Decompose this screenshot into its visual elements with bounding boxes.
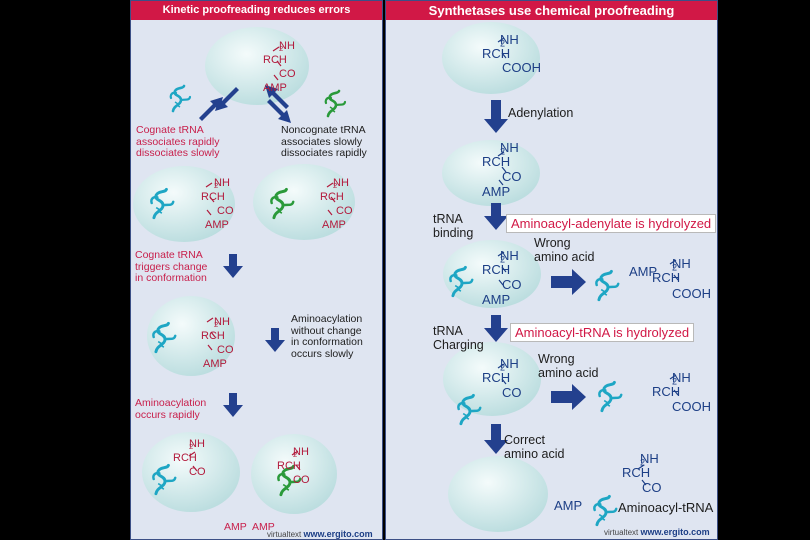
bond-lines-left [188, 46, 336, 472]
kinetic-proofreading-panel: Kinetic proofreading reduces errors [130, 0, 383, 540]
trna-cognate-free [169, 84, 192, 113]
arrow-triggers [223, 254, 243, 278]
chemical-panel-title: Synthetases use chemical proofreading [386, 1, 717, 20]
bond-lines-right [497, 37, 679, 486]
trna-noncognate-free [324, 89, 347, 118]
wrong-aa-label-1: Wrong amino acid [534, 236, 595, 264]
chemical-diagram-art [442, 22, 679, 532]
chemical-proofreading-panel: Synthetases use chemical proofreading [385, 0, 718, 540]
arrows-right [484, 100, 586, 454]
trna-released-wrong-1 [594, 269, 620, 302]
arrow-rapid [223, 393, 243, 417]
hydrolyzed-box-1: Aminoacyl-adenylate is hydrolyzed [506, 214, 717, 233]
kinetic-diagram-art [133, 27, 355, 514]
arrow-noncognate-in [267, 99, 291, 123]
arrow-adenylation [484, 100, 508, 133]
hydrolyzed-box-2: Aminoacyl-tRNA is hydrolyzed [510, 323, 695, 342]
amp-released-1: AMP [224, 521, 247, 533]
enzyme-rapid [142, 432, 240, 512]
arrow-correct [484, 424, 508, 454]
trna-binding-label: tRNA binding [433, 212, 474, 240]
arrow-cognate-in [199, 97, 223, 121]
enzyme-top [205, 27, 309, 105]
arrow-slow [265, 328, 285, 352]
trna-charging-label: tRNA Charging [433, 324, 484, 352]
left-credit: virtualtext www.ergito.com [267, 529, 373, 539]
correct-aa-label: Correct amino acid [504, 433, 565, 461]
arrow-cognate-out [215, 87, 239, 111]
enzyme-step-1 [442, 22, 540, 94]
arrow-charging [484, 315, 508, 342]
enzyme-step-3 [443, 240, 541, 308]
arrow-wrong-2 [551, 384, 586, 410]
triggers-label: Cognate tRNA triggers change in conforma… [135, 249, 208, 285]
rapid-aminoacylation-label: Aminoacylation occurs rapidly [135, 397, 207, 421]
trna-released-wrong-2 [597, 380, 623, 413]
arrows-left [199, 85, 291, 417]
cognate-label: Cognate tRNA associates rapidly dissocia… [136, 124, 220, 160]
wrong-aa-label-2: Wrong amino acid [538, 352, 599, 380]
trna-product [592, 494, 618, 527]
enzyme-step-2 [442, 140, 540, 206]
arrow-trna-binding [484, 203, 508, 230]
enzyme-noncognate [253, 164, 355, 240]
enzyme-step-5 [448, 456, 548, 532]
kinetic-panel-title: Kinetic proofreading reduces errors [131, 1, 382, 20]
noncognate-label: Noncognate tRNA associates slowly dissoc… [281, 124, 367, 160]
enzyme-slow [251, 434, 337, 514]
amp-released-2: AMP [252, 521, 275, 533]
enzyme-conformation [147, 296, 235, 376]
arrow-wrong-1 [551, 269, 586, 295]
adenylation-label: Adenylation [508, 106, 574, 120]
right-credit: virtualtext www.ergito.com [604, 527, 710, 537]
arrow-noncognate-out [265, 85, 289, 109]
aminoacyl-trna-label: Aminoacyl-tRNA [618, 500, 714, 515]
slow-aminoacylation-label: Aminoacylation without change in conform… [291, 313, 363, 360]
